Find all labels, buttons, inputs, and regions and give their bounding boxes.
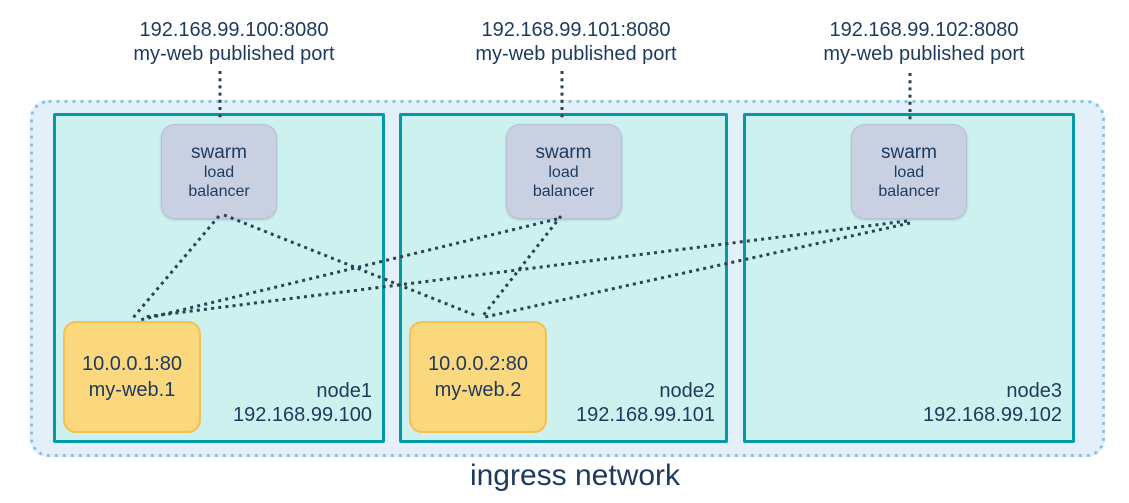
node1-swarm-load-balancer: swarm load balancer	[161, 124, 277, 219]
lb-label-line2: load	[893, 164, 925, 181]
task-address: 10.0.0.1:80	[81, 353, 183, 375]
lb-label-line3: balancer	[188, 183, 250, 200]
published-port-label-1: 192.168.99.100:8080 my-web published por…	[104, 18, 364, 66]
lb-label-line1: swarm	[191, 142, 247, 163]
published-port-address: 192.168.99.101:8080	[481, 19, 671, 41]
lb-label-line3: balancer	[878, 183, 940, 200]
node-name: node3	[1006, 380, 1062, 402]
node2-label: node2 192.168.99.101	[576, 379, 715, 427]
published-port-caption: my-web published port	[823, 43, 1025, 65]
published-port-caption: my-web published port	[133, 43, 335, 65]
published-port-caption: my-web published port	[475, 43, 677, 65]
node2-box: swarm load balancer 10.0.0.2:80 my-web.2…	[399, 113, 728, 443]
node-ip: 192.168.99.102	[922, 404, 1062, 426]
node3-box: swarm load balancer node3 192.168.99.102	[743, 113, 1075, 443]
node2-swarm-load-balancer: swarm load balancer	[505, 124, 622, 219]
published-port-label-2: 192.168.99.101:8080 my-web published por…	[446, 18, 706, 66]
node-ip: 192.168.99.100	[232, 404, 372, 426]
published-port-address: 192.168.99.102:8080	[829, 19, 1019, 41]
node-ip: 192.168.99.101	[575, 404, 715, 426]
task-name: my-web.2	[434, 379, 522, 401]
node1-box: swarm load balancer 10.0.0.1:80 my-web.1…	[53, 113, 385, 443]
node1-label: node1 192.168.99.100	[233, 379, 372, 427]
task-name: my-web.1	[88, 379, 176, 401]
lb-label-line1: swarm	[881, 142, 937, 163]
lb-label-line2: load	[203, 164, 235, 181]
published-port-label-3: 192.168.99.102:8080 my-web published por…	[794, 18, 1054, 66]
lb-label-line2: load	[548, 164, 579, 181]
published-port-address: 192.168.99.100:8080	[139, 19, 329, 41]
task-my-web-1: 10.0.0.1:80 my-web.1	[63, 321, 201, 433]
task-my-web-2: 10.0.0.2:80 my-web.2	[409, 321, 547, 433]
lb-label-line3: balancer	[532, 183, 595, 200]
ingress-network-title: ingress network	[469, 459, 681, 492]
lb-label-line1: swarm	[535, 142, 592, 163]
task-address: 10.0.0.2:80	[427, 353, 529, 375]
node3-label: node3 192.168.99.102	[923, 379, 1062, 427]
node-name: node2	[659, 380, 715, 402]
node-name: node1	[316, 380, 372, 402]
node3-swarm-load-balancer: swarm load balancer	[851, 124, 967, 219]
